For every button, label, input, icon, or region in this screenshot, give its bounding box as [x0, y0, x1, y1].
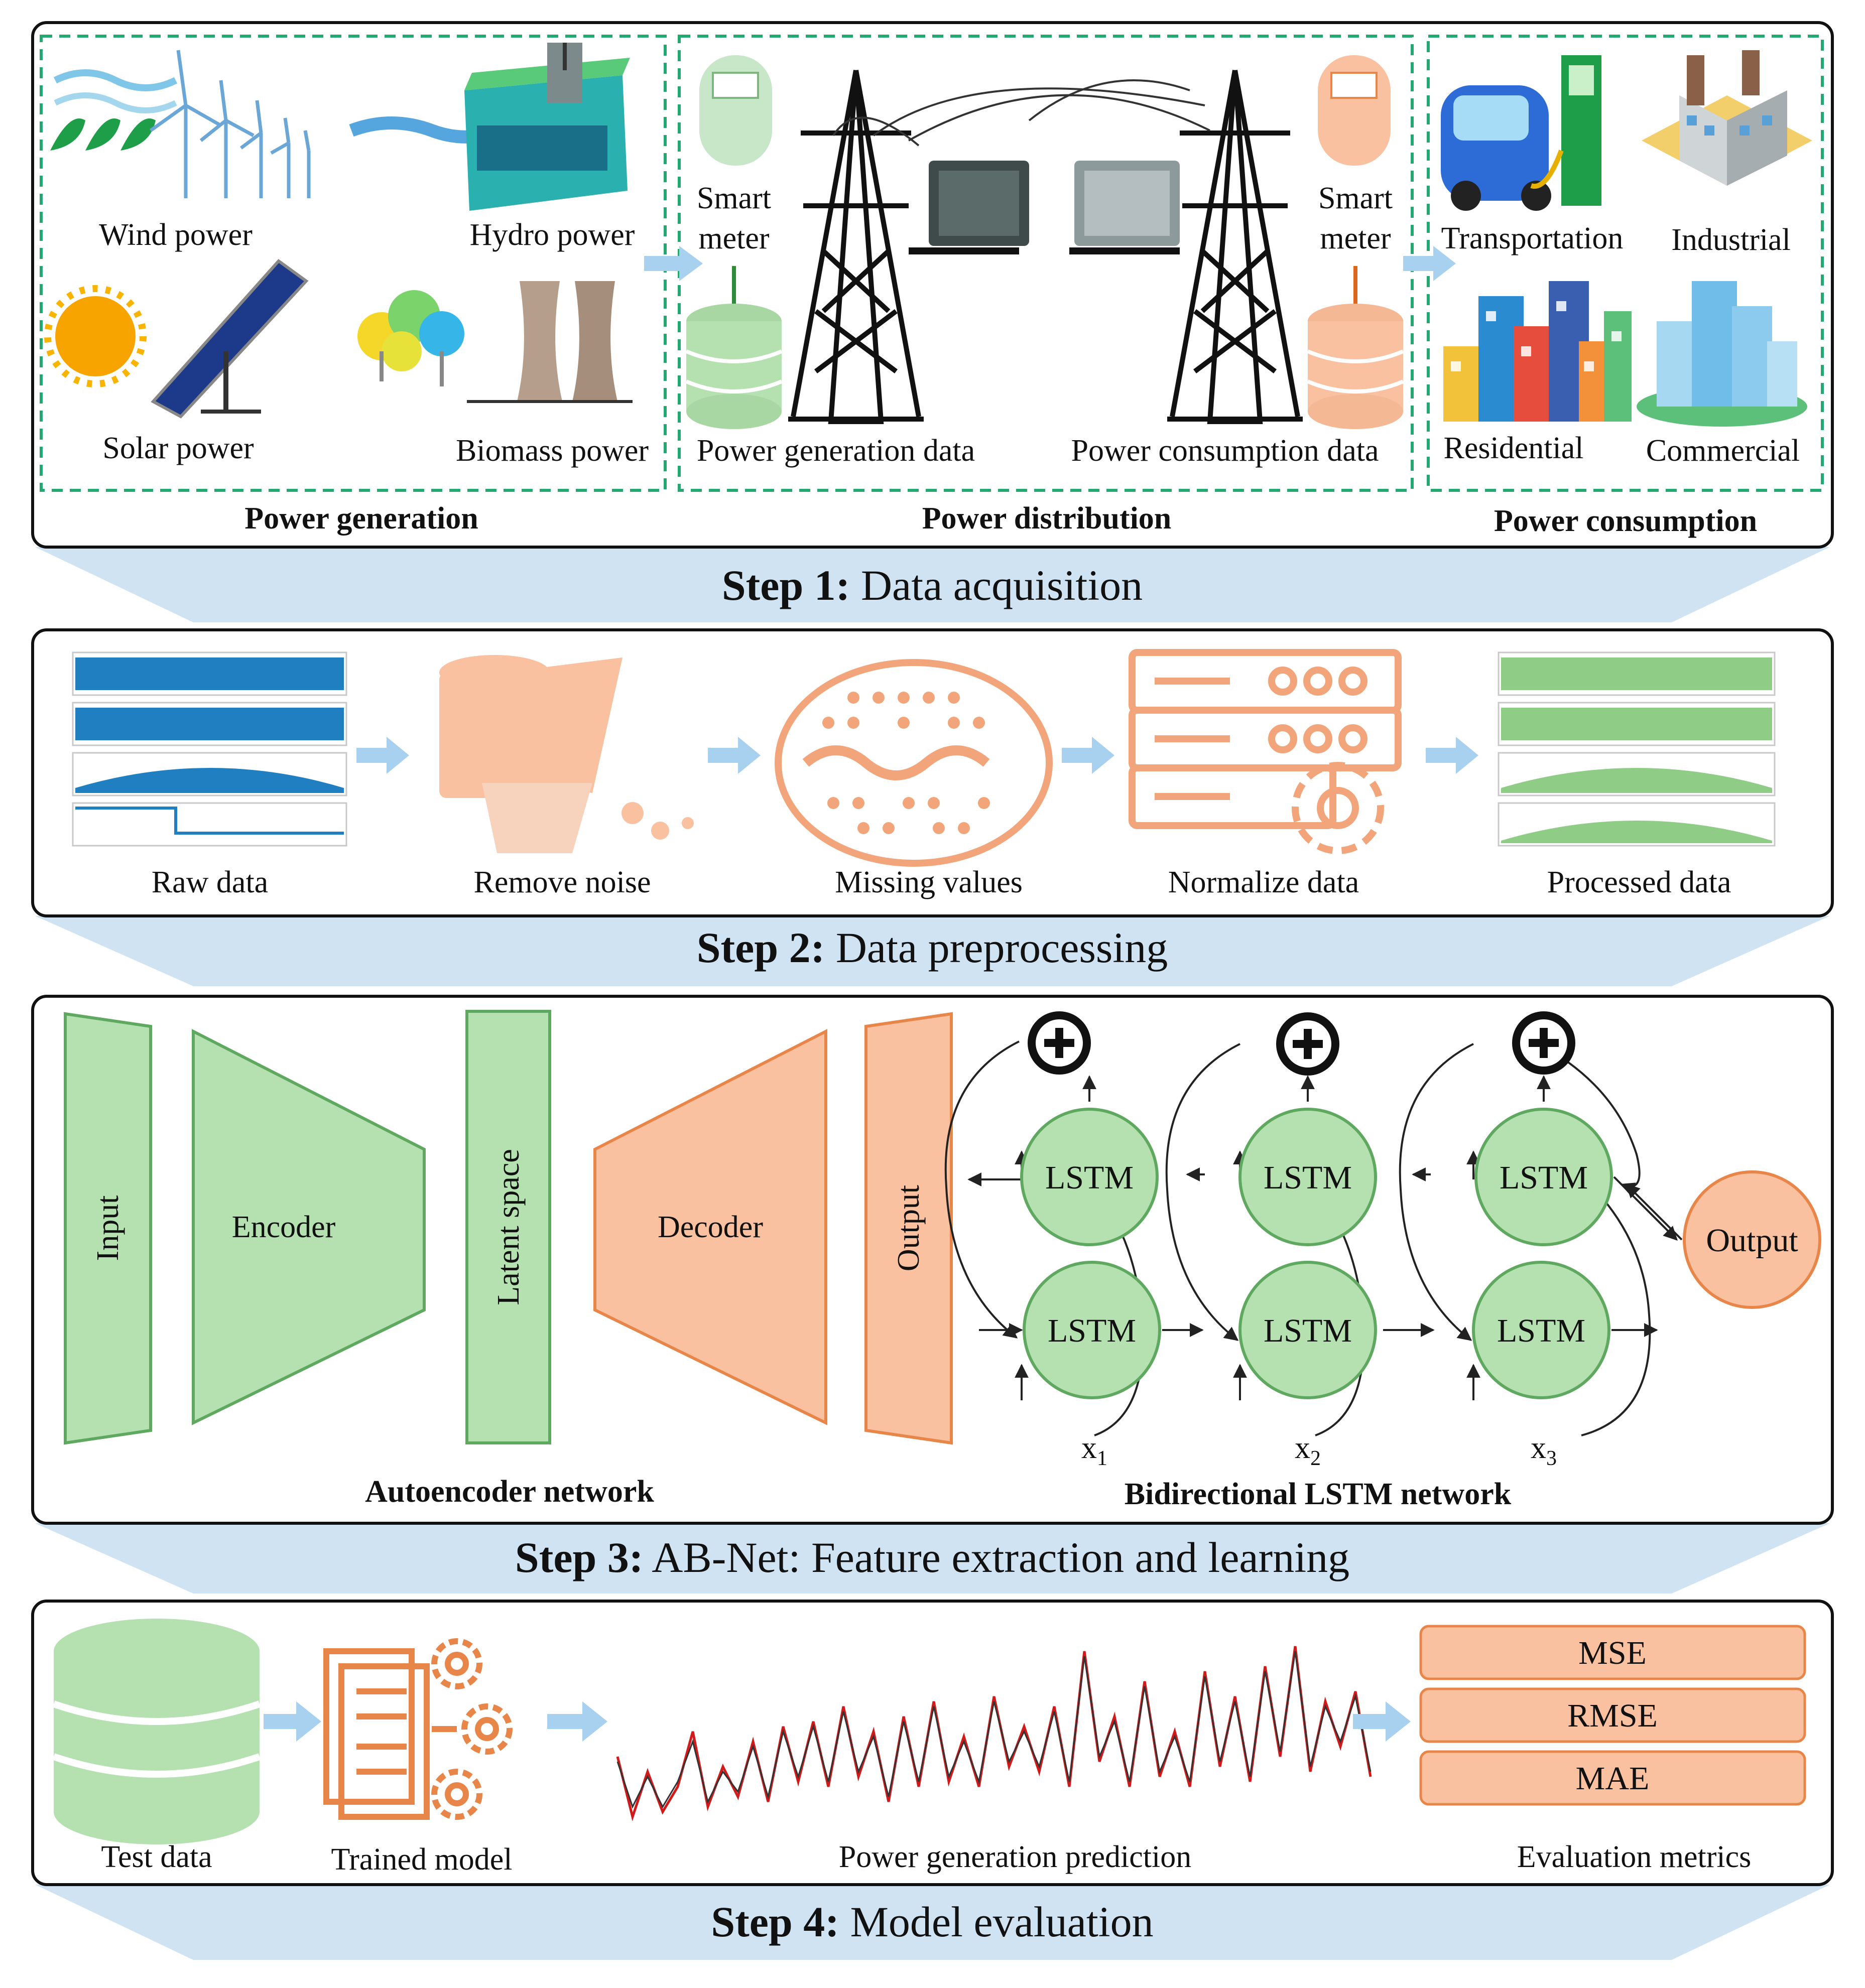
processed-data-label: Processed data	[1547, 865, 1731, 899]
output-bilstm-label: Output	[1706, 1222, 1798, 1259]
trained-model-icon	[323, 1638, 513, 1820]
transportation-label: Transportation	[1441, 221, 1624, 255]
latent-space-block	[465, 1010, 551, 1444]
smart-meter-right-label-2: meter	[1320, 221, 1391, 255]
smart-meter-left-label-1: Smart	[697, 181, 771, 215]
metric-box-rmse	[1419, 1687, 1806, 1743]
lstm-cells	[1020, 1108, 1613, 1399]
step4-arrow-3	[1353, 1701, 1411, 1742]
power-lines	[832, 79, 1210, 147]
smart-meter-right-icon	[1318, 55, 1391, 166]
transmission-tower-right-icon	[1069, 70, 1303, 424]
smart-meter-left-icon	[699, 55, 772, 166]
prediction-chart-icon	[616, 1646, 1372, 1821]
decoder-label: Decoder	[658, 1210, 763, 1244]
electric-car-icon	[1441, 55, 1601, 211]
distribution-section-label: Power distribution	[922, 501, 1172, 536]
output-ae-label: Output	[892, 1185, 926, 1271]
trained-model-label: Trained model	[331, 1842, 512, 1877]
lstm-label-f2: LSTM	[1264, 1159, 1352, 1196]
consumption-section-label: Power consumption	[1494, 504, 1757, 538]
missing-values-label: Missing values	[835, 865, 1023, 899]
industrial-building-icon	[1642, 50, 1812, 186]
commercial-buildings-icon	[1637, 281, 1807, 427]
x1-label: x1	[1081, 1431, 1107, 1470]
consumption-data-label: Power consumption data	[1071, 434, 1379, 468]
input-layer	[64, 1012, 152, 1445]
remove-noise-label: Remove noise	[474, 865, 651, 899]
x2-label: x2	[1295, 1431, 1321, 1470]
step1-title: Step 1: Data acquisition	[722, 561, 1143, 609]
solar-label: Solar power	[102, 431, 254, 465]
plus-icon-2	[1276, 1012, 1339, 1076]
biomass-label: Biomass power	[456, 434, 649, 468]
step3-title: Step 3: AB-Net: Feature extraction and l…	[515, 1533, 1349, 1581]
hydro-dam-icon	[349, 43, 630, 211]
flow-arrow-1	[644, 246, 703, 281]
step4-band	[35, 1885, 1830, 1960]
test-data-label: Test data	[101, 1840, 212, 1874]
raw-data-chart-icon	[72, 651, 347, 847]
encoder-label: Encoder	[232, 1210, 336, 1244]
residential-buildings-icon	[1443, 281, 1632, 422]
step4-arrow-2	[547, 1701, 607, 1742]
consumption-database-icon	[1307, 304, 1404, 429]
prediction-label: Power generation prediction	[839, 1840, 1191, 1874]
x3-label: x3	[1531, 1431, 1557, 1470]
step4-panel	[31, 1600, 1834, 1886]
generation-section-label: Power generation	[244, 501, 478, 536]
lstm-label-b3: LSTM	[1497, 1312, 1585, 1349]
smart-meter-left-label-2: meter	[698, 221, 769, 255]
industrial-label: Industrial	[1671, 223, 1791, 257]
encoder-block	[192, 1029, 426, 1425]
plus-icon-3	[1512, 1011, 1575, 1075]
generation-data-label: Power generation data	[697, 434, 975, 468]
commercial-label: Commercial	[1646, 434, 1800, 468]
remove-noise-icon	[439, 655, 694, 853]
step4-title: Step 4: Model evaluation	[711, 1898, 1153, 1946]
step3-band	[35, 1523, 1830, 1594]
smart-meter-right-label-1: Smart	[1318, 181, 1393, 215]
wind-turbine-icon	[50, 50, 311, 198]
metric-rmse-label: RMSE	[1567, 1697, 1658, 1734]
step2-title: Step 2: Data preprocessing	[697, 923, 1168, 972]
hydro-label: Hydro power	[470, 218, 635, 252]
autoencoder-caption: Autoencoder network	[365, 1475, 654, 1509]
metrics-caption: Evaluation metrics	[1517, 1840, 1752, 1874]
transformer-right-icon	[1074, 161, 1180, 246]
metric-mae-label: MAE	[1576, 1760, 1650, 1797]
metric-box-mse	[1419, 1625, 1806, 1680]
decoder-block	[593, 1029, 827, 1425]
step4-arrow-1	[264, 1701, 321, 1742]
solar-panel-icon	[44, 258, 309, 419]
lstm-label-f1: LSTM	[1045, 1159, 1134, 1196]
step1-band	[35, 547, 1830, 622]
metric-mse-label: MSE	[1578, 1635, 1647, 1671]
lstm-label-b2: LSTM	[1264, 1312, 1352, 1349]
processed-data-chart-icon	[1498, 651, 1776, 847]
missing-values-icon	[775, 659, 1053, 867]
test-database-icon	[52, 1619, 261, 1844]
transmission-tower-left-icon	[788, 70, 1019, 424]
step2-flow-arrows	[356, 737, 1478, 774]
plus-icon-1	[1028, 1011, 1091, 1075]
residential-label: Residential	[1444, 431, 1584, 465]
transformer-left-icon	[929, 161, 1029, 246]
bilstm-caption: Bidirectional LSTM network	[1125, 1477, 1512, 1511]
output-layer-ae	[864, 1012, 953, 1445]
generation-database-icon	[685, 304, 783, 429]
output-node-bilstm	[1683, 1170, 1821, 1309]
step2-band	[35, 916, 1830, 986]
latent-space-label: Latent space	[491, 1149, 526, 1305]
lstm-label-b1: LSTM	[1048, 1312, 1136, 1349]
flow-arrow-2	[1403, 246, 1456, 281]
wind-label: Wind power	[99, 218, 253, 252]
biomass-plant-icon	[357, 281, 633, 403]
normalize-data-icon	[1129, 649, 1402, 854]
normalize-data-label: Normalize data	[1168, 865, 1359, 899]
input-label: Input	[91, 1196, 125, 1261]
metric-box-mae	[1419, 1750, 1806, 1806]
lstm-label-f3: LSTM	[1500, 1159, 1588, 1196]
raw-data-label: Raw data	[152, 865, 268, 899]
